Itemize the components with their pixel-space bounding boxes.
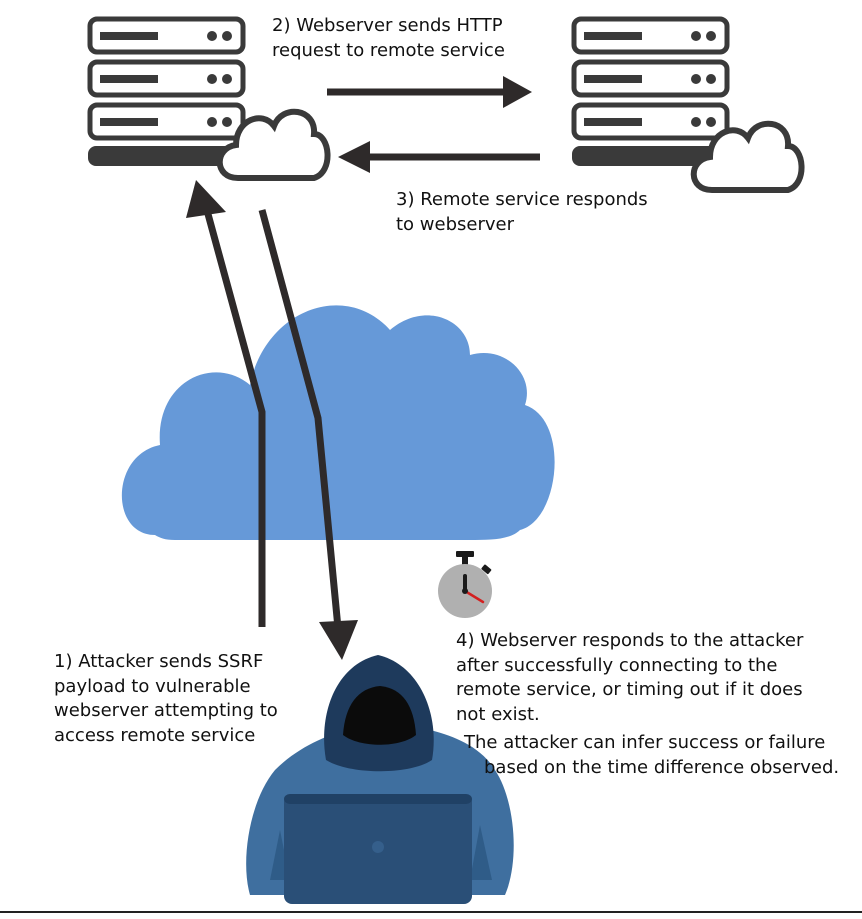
inference-line: The attacker can infer success or failur… xyxy=(464,732,826,753)
step1-line: 1) Attacker sends SSRF xyxy=(54,651,264,672)
remote-service-icon xyxy=(571,16,805,193)
server-cloud-icon xyxy=(216,108,331,181)
step3-line: to webserver xyxy=(396,213,514,235)
arrow-step4 xyxy=(258,209,358,660)
server-cloud-icon xyxy=(690,120,805,193)
server-rack xyxy=(87,16,246,166)
inference-line: based on the time difference observed. xyxy=(484,756,840,778)
laptop xyxy=(284,794,472,904)
step1-line: payload to vulnerable xyxy=(54,675,251,697)
arrow-step3 xyxy=(338,141,540,173)
step2-line: 2) Webserver sends HTTP xyxy=(272,15,503,36)
step3-label: 3) Remote service responds to webserver xyxy=(396,188,648,237)
step1-line: webserver attempting to xyxy=(54,700,278,721)
step4-line: not exist. xyxy=(456,703,540,725)
inference-label: The attacker can infer success or failur… xyxy=(464,731,839,780)
server-rack xyxy=(571,16,730,166)
attacker-icon xyxy=(246,655,514,904)
arrow-step2 xyxy=(327,76,532,108)
internet-cloud-icon xyxy=(121,305,555,540)
step4-line: remote service, or timing out if it does xyxy=(456,679,803,700)
webserver-icon xyxy=(87,16,331,181)
arrow-step1 xyxy=(186,180,266,627)
hood xyxy=(324,655,434,772)
step1-label: 1) Attacker sends SSRF payload to vulner… xyxy=(54,650,278,748)
step4-line: after successfully connecting to the xyxy=(456,654,778,676)
step1-line: access remote service xyxy=(54,724,256,746)
step2-label: 2) Webserver sends HTTP request to remot… xyxy=(272,14,505,63)
step4-label: 4) Webserver responds to the attacker af… xyxy=(456,629,803,727)
step3-line: 3) Remote service responds xyxy=(396,189,648,210)
stopwatch-icon xyxy=(438,551,492,618)
step2-line: request to remote service xyxy=(272,39,505,61)
step4-line: 4) Webserver responds to the attacker xyxy=(456,630,804,651)
